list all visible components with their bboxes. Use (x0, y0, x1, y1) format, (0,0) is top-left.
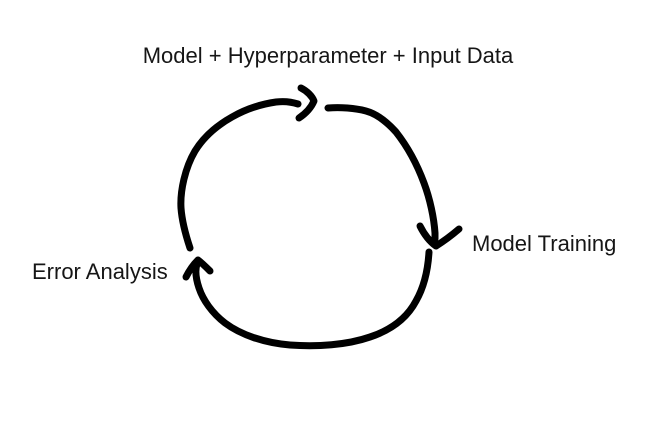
arrowhead-left-icon (182, 256, 214, 281)
arrowhead-top-icon (295, 84, 318, 122)
cycle-arc-bottom (192, 248, 433, 350)
node-label-model-training: Model Training (472, 231, 617, 256)
arrowhead-right-icon (416, 222, 463, 250)
edge-left-to-top (177, 84, 318, 252)
node-label-model-hyperparameter-input-data: Model + Hyperparameter + Input Data (142, 43, 514, 68)
cycle-arc-left-top (177, 98, 302, 252)
cycle-arc-right (324, 104, 439, 243)
edge-right-to-left (182, 248, 433, 350)
node-label-error-analysis: Error Analysis (32, 259, 168, 284)
edge-top-to-right (324, 104, 463, 250)
